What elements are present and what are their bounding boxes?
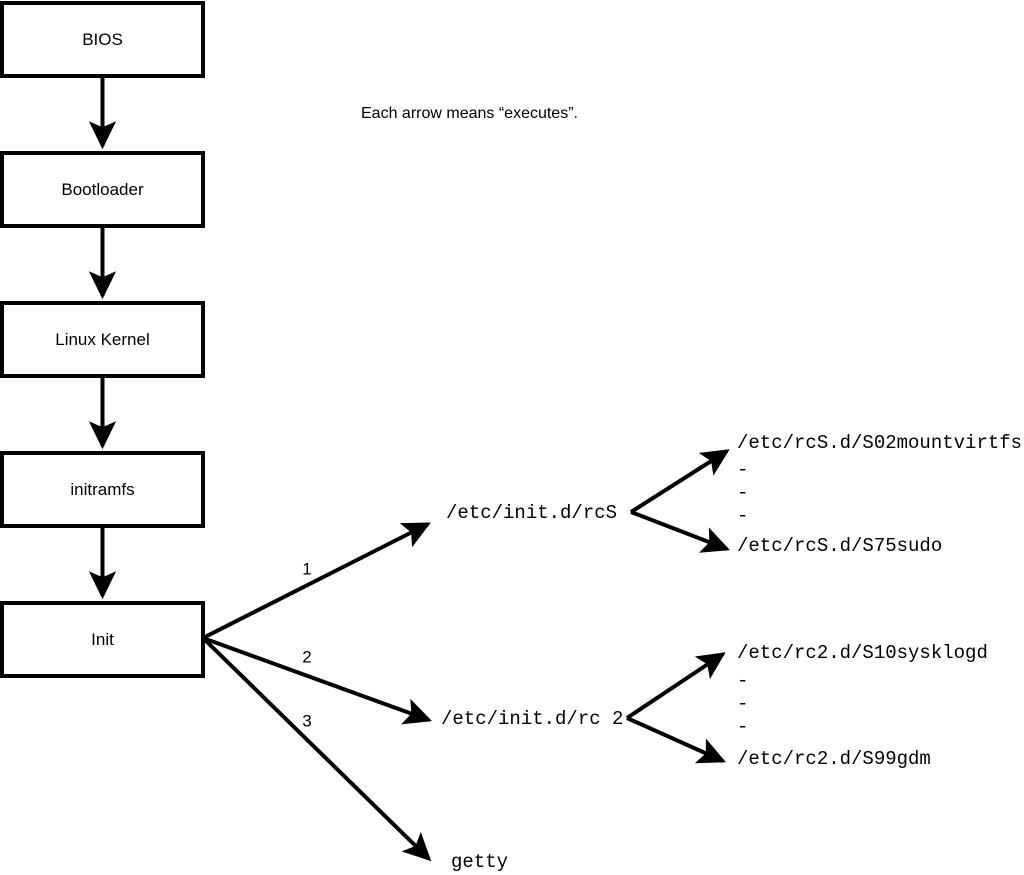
rc2-ellipsis-dash-3: - (737, 716, 748, 738)
edge-label-2: 2 (302, 647, 311, 666)
node-init: Init (0, 601, 205, 678)
node-initramfs: initramfs (0, 451, 205, 528)
node-init-label: Init (91, 630, 114, 649)
rcs-ellipsis-dash-3: - (737, 505, 748, 527)
rcs-ellipsis-dash-2: - (737, 482, 748, 504)
rcs-script-first: /etc/rcS.d/S02mountvirtfs (737, 432, 1022, 454)
node-bootloader-label: Bootloader (61, 180, 144, 199)
arrow-rcs-to-first-script (629, 449, 730, 514)
arrow-init-to-getty (201, 636, 432, 862)
rc2-script-last: /etc/rc2.d/S99gdm (737, 748, 931, 770)
target-label-rc2: /etc/init.d/rc 2 (441, 708, 623, 730)
rc2-ellipsis-dash-1: - (737, 670, 748, 692)
rc2-script-first: /etc/rc2.d/S10sysklogd (737, 642, 988, 664)
arrow-rc2-to-first-script (625, 652, 726, 720)
node-linux-kernel-rect (0, 301, 205, 378)
rcs-ellipsis-dash-1: - (737, 459, 748, 481)
edge-label-3: 3 (302, 711, 311, 730)
node-bootloader-rect (0, 151, 205, 228)
node-bios-rect (0, 1, 205, 78)
node-bios-label: BIOS (82, 30, 123, 49)
rc2-ellipsis-dash-2: - (737, 693, 748, 715)
legend-note: Each arrow means “executes”. (361, 105, 578, 122)
node-bootloader: Bootloader (0, 151, 205, 228)
node-initramfs-label: initramfs (70, 480, 134, 499)
arrow-rc2-to-last-script (626, 716, 726, 764)
target-label-getty: getty (451, 851, 508, 873)
node-linux-kernel-label: Linux Kernel (55, 330, 150, 349)
arrow-init-to-rcs (202, 522, 431, 640)
node-bios: BIOS (0, 1, 205, 78)
edge-label-1: 1 (302, 559, 311, 578)
node-linux-kernel: Linux Kernel (0, 301, 205, 378)
target-label-rcs: /etc/init.d/rcS (446, 502, 617, 524)
rcs-script-last: /etc/rcS.d/S75sudo (737, 535, 942, 557)
arrow-rcs-to-last-script (630, 510, 730, 553)
arrow-init-to-rc2 (202, 636, 433, 725)
